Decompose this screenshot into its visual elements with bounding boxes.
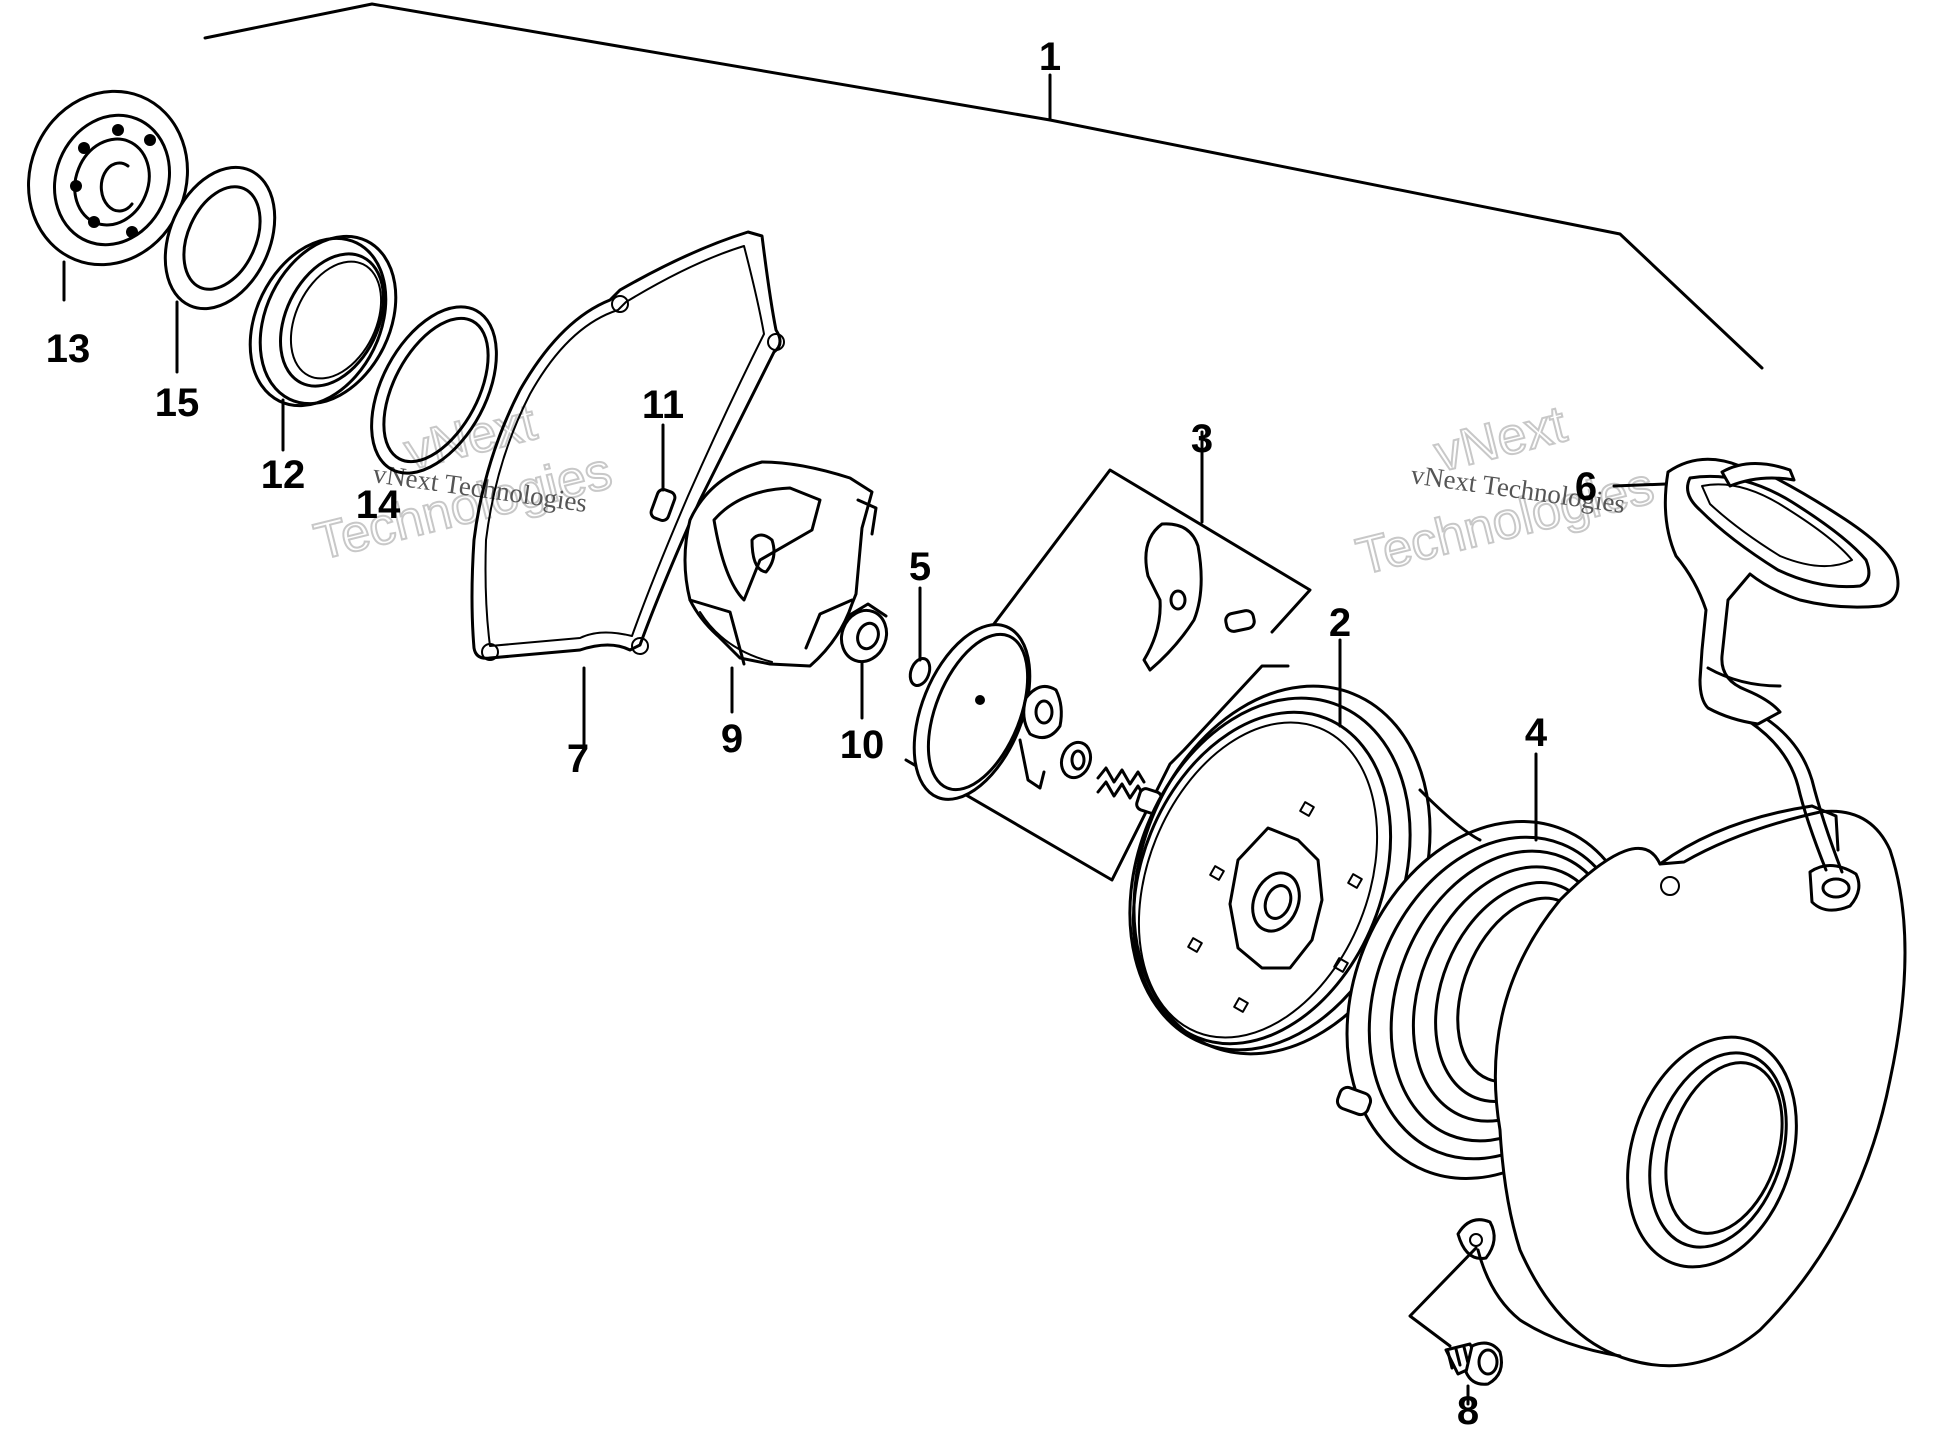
callout-2: 2 [1329, 601, 1351, 645]
leader-6 [1612, 482, 1668, 488]
ratchet-pawl [1142, 522, 1203, 672]
callout-15: 15 [155, 381, 200, 425]
callout-3: 3 [1191, 417, 1213, 461]
group-bracket-3-lower [904, 664, 1290, 882]
callout-11: 11 [642, 383, 684, 427]
bearing-13 [27, 89, 189, 267]
callout-4: 4 [1525, 711, 1548, 755]
washer-5 [908, 656, 932, 688]
callout-5: 5 [909, 545, 931, 589]
callout-1: 1 [1039, 35, 1061, 79]
nut-10 [839, 602, 889, 664]
starter-rope [1760, 714, 1844, 874]
gasket-7 [470, 230, 785, 661]
rope-pulley-2 [1128, 684, 1432, 1056]
callout-12: 12 [261, 453, 306, 497]
bolt-8 [1444, 1341, 1503, 1386]
callout-14: 14 [356, 483, 401, 527]
pulley-cup-9 [683, 460, 878, 668]
callout-7: 7 [567, 737, 589, 781]
callout-6: 6 [1575, 465, 1597, 509]
o-ring-14 [370, 305, 498, 475]
friction-plate [912, 623, 1063, 801]
pawl-pin [1224, 609, 1256, 633]
oil-seal-12 [248, 234, 398, 408]
seal-15 [163, 165, 277, 311]
starter-handle-6 [1663, 457, 1900, 726]
ratchet-spring [1059, 740, 1163, 815]
callout-8: 8 [1457, 1389, 1479, 1429]
callout-10: 10 [840, 723, 885, 767]
pin-11 [649, 488, 677, 522]
group-bracket-3 [918, 468, 1312, 724]
leader-8-bracket [1408, 1246, 1478, 1348]
watermark-right: vNext Technologies vNext Technologies [1350, 394, 1661, 588]
callout-13: 13 [46, 327, 91, 371]
starter-rope-edge [1748, 720, 1828, 872]
callout-labels: 1 2 3 4 5 6 7 8 9 10 11 12 13 14 15 [46, 35, 1597, 1429]
starter-housing [1456, 804, 1907, 1368]
callout-9: 9 [721, 717, 743, 761]
